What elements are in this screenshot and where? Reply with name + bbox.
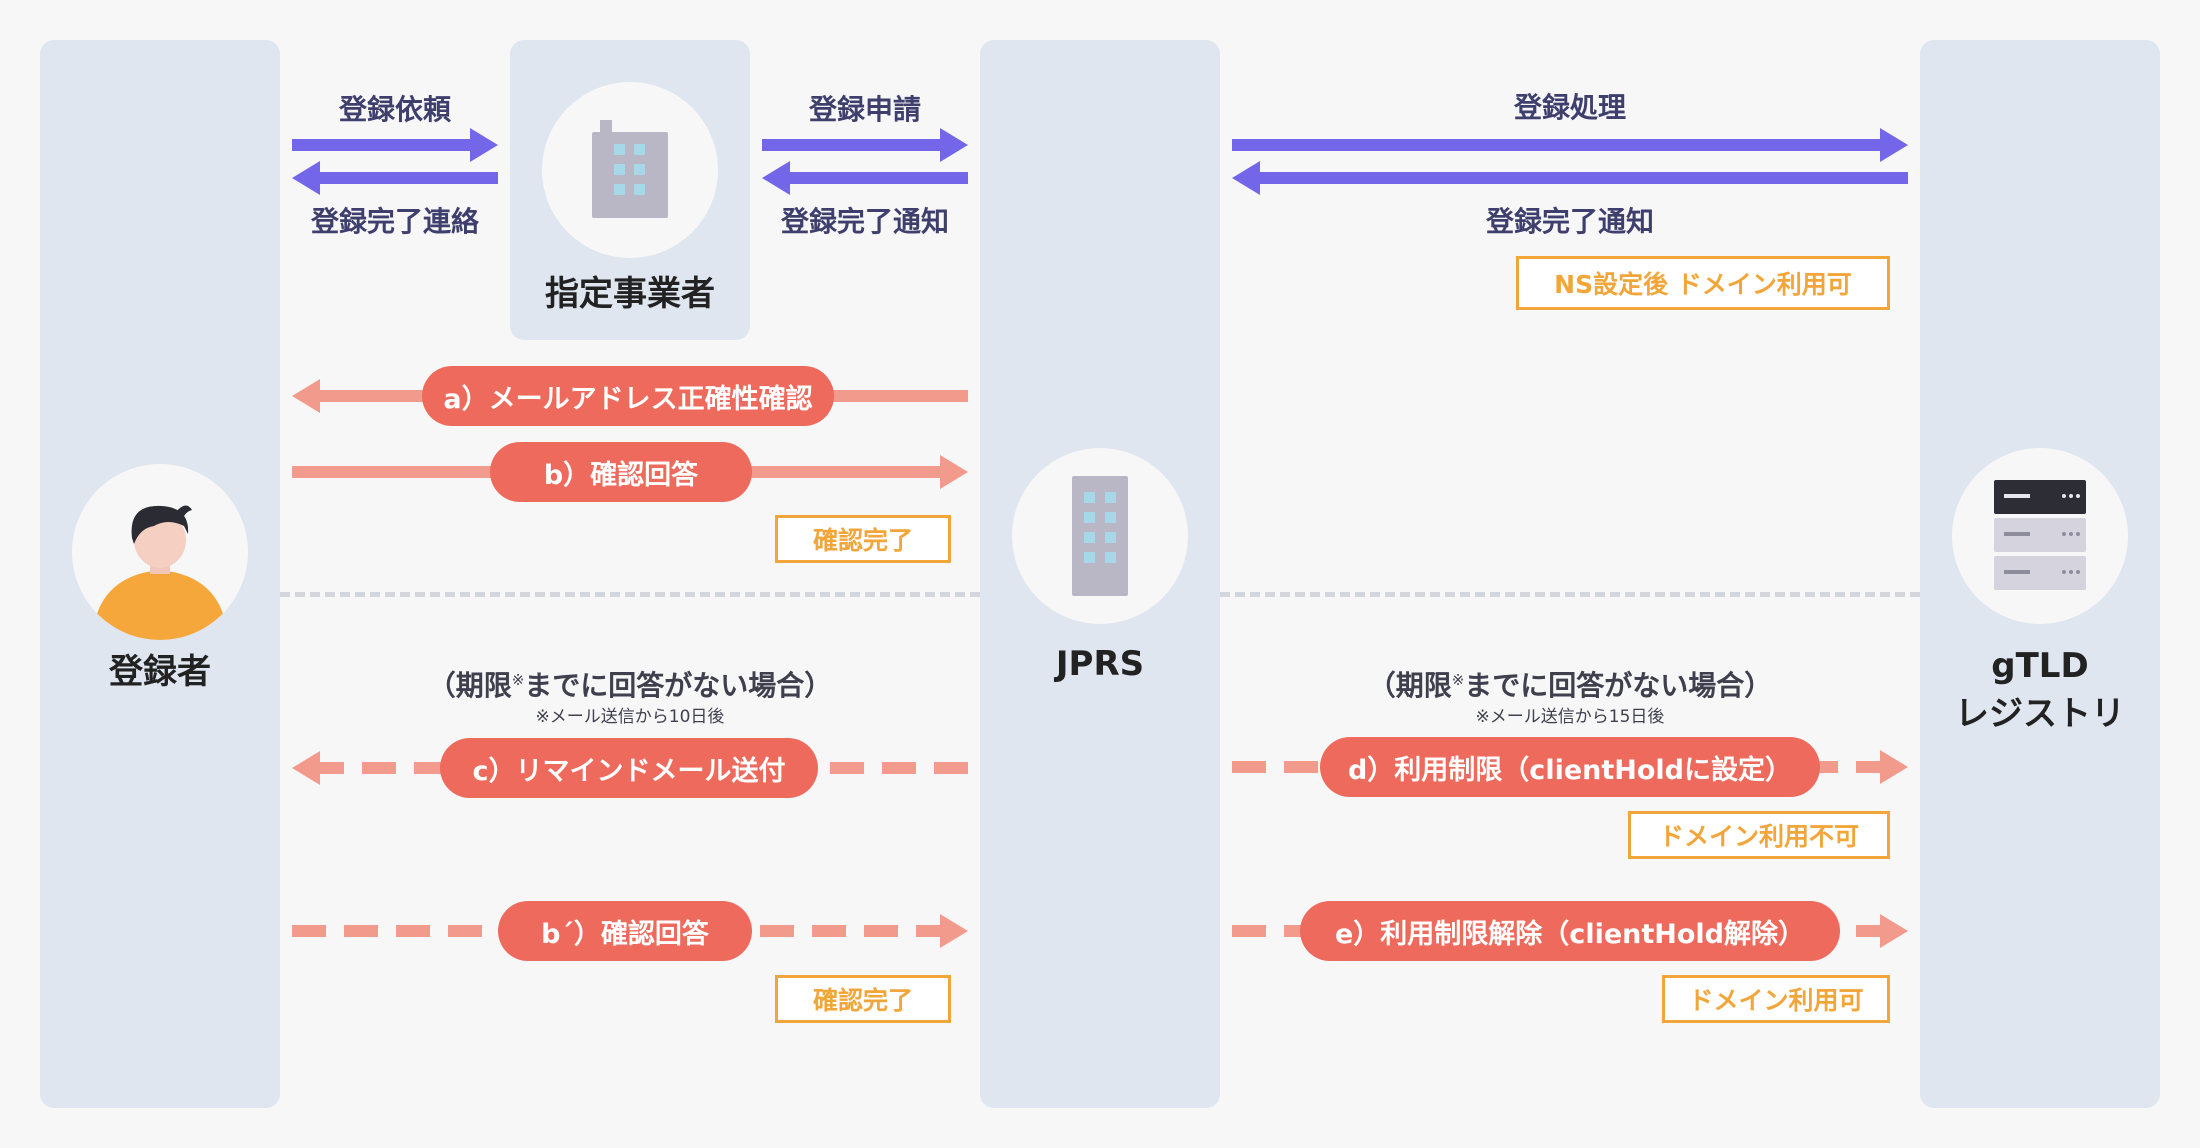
tag-domain-unavailable: ドメイン利用不可 [1628,811,1890,859]
step-a-pill: a）メールアドレス正確性確認 [422,366,834,426]
tall-building-icon [1072,476,1128,596]
condition-right-mark: ※ [1451,671,1465,689]
label-registration-processing: 登録処理 [1513,91,1626,124]
condition-left-note: ※メール送信から10日後 [535,707,725,727]
label-registration-complete-notice-1: 登録完了通知 [780,205,949,238]
designated-operator-icon-circle [542,82,718,258]
gtld-registry-icon-circle [1952,448,2128,624]
jprs-label: JPRS [1055,644,1145,684]
phase-divider-right [1220,592,1920,597]
label-registration-complete-contact: 登録完了連絡 [310,205,479,238]
step-b-prime-pill: b´）確認回答 [498,901,752,961]
condition-right-note: ※メール送信から15日後 [1475,707,1665,727]
registrant-avatar [72,464,248,640]
condition-left-rest: までに回答がない場合） [524,669,833,702]
label-registration-complete-notice-2: 登録完了通知 [1485,205,1654,238]
registrant-label: 登録者 [109,652,211,692]
step-c-pill: c）リマインドメール送付 [440,738,818,798]
condition-right-main: （期限 [1367,669,1452,702]
condition-left-main: （期限 [427,669,512,702]
gtld-registry-label: gTLD レジストリ [1920,642,2160,738]
condition-left: （期限※までに回答がない場合） [292,664,968,704]
server-rack-icon [1994,480,2086,590]
gtld-registry-label-line2: レジストリ [1955,694,2125,734]
tag-ns-available: NS設定後 ドメイン利用可 [1516,256,1890,310]
label-registration-request: 登録依頼 [338,93,451,126]
jprs-icon-circle [1012,448,1188,624]
phase-divider-left [280,592,980,597]
condition-right-rest: までに回答がない場合） [1464,669,1773,702]
condition-left-mark: ※ [511,671,525,689]
tag-confirm-done-1: 確認完了 [775,515,951,563]
designated-operator-label: 指定事業者 [545,274,715,314]
person-icon [92,505,228,640]
step-d-pill: d）利用制限（clientHoldに設定） [1320,737,1820,797]
office-building-icon [592,120,668,218]
tag-domain-available: ドメイン利用可 [1662,975,1890,1023]
condition-right: （期限※までに回答がない場合） [1232,664,1908,704]
tag-confirm-done-2: 確認完了 [775,975,951,1023]
label-registration-application: 登録申請 [808,93,921,126]
step-e-pill: e）利用制限解除（clientHold解除） [1300,901,1840,961]
gtld-registry-label-line1: gTLD [1991,646,2089,686]
step-b-pill: b）確認回答 [490,442,752,502]
